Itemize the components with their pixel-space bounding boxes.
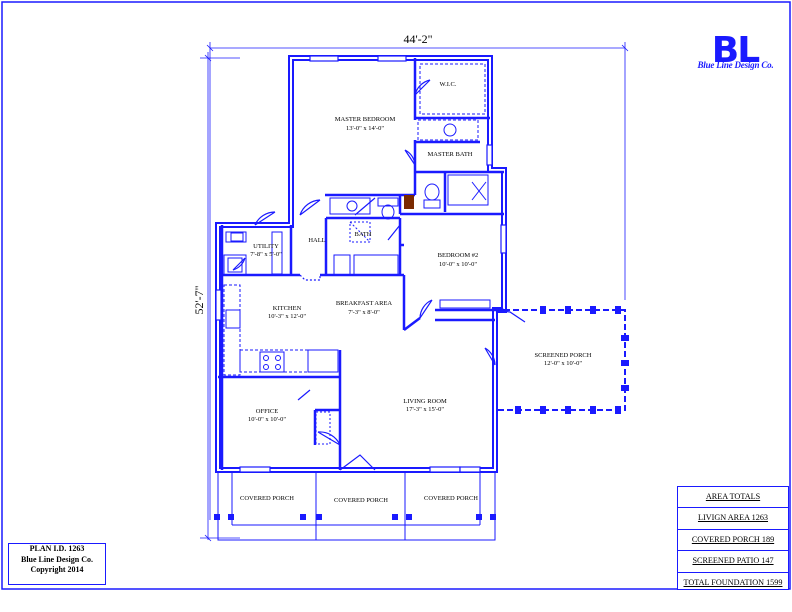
- master-bath-label: MASTER BATH: [428, 151, 473, 158]
- hall-label: HALL: [308, 237, 325, 244]
- area-totals-box: AREA TOTALS LIVIGN AREA 1263 COVERED POR…: [677, 486, 789, 590]
- covered-porch-left-label: COVERED PORCH: [240, 495, 294, 502]
- bedroom2-label: BEDROOM #2: [438, 252, 479, 259]
- room-labels: W.I.C. MASTER BEDROOM 13'-0" x 14'-0" MA…: [240, 81, 592, 504]
- area-row-screened-patio: SCREENED PATIO 147: [678, 551, 788, 573]
- blue-line-logo: BL: [712, 30, 761, 71]
- depth-dimension: 52'-7": [192, 285, 206, 314]
- covered-porch-structure: [214, 471, 496, 541]
- living-room-label: LIVING ROOM: [403, 398, 447, 405]
- width-dimension: 44'-2": [403, 32, 432, 46]
- sheet-border: [1, 1, 791, 590]
- logo-tagline: Blue Line Design Co.: [697, 60, 774, 70]
- breakfast-label: BREAKFAST AREA: [336, 300, 393, 307]
- screened-porch-label: SCREENED PORCH: [535, 352, 592, 359]
- kitchen-size: 10'-3" x 12'-0": [268, 313, 306, 320]
- kitchen-label: KITCHEN: [273, 305, 302, 312]
- master-bedroom-size: 13'-0" x 14'-0": [346, 125, 384, 132]
- windows: [215, 55, 507, 473]
- master-bedroom-label: MASTER BEDROOM: [335, 116, 396, 123]
- office-label: OFFICE: [256, 408, 278, 415]
- area-row-covered-porch: COVERED PORCH 189: [678, 530, 788, 552]
- utility-size: 7'-8" x 5'-0": [250, 251, 282, 258]
- area-row-total-foundation: TOTAL FOUNDATION 1599: [683, 577, 783, 587]
- plan-copyright: Copyright 2014: [30, 565, 84, 574]
- office-size: 10'-0" x 10'-0": [248, 416, 286, 423]
- plan-id: PLAN I.D. 1263: [29, 544, 85, 553]
- screened-porch-structure: [495, 306, 629, 414]
- area-totals-title: AREA TOTALS: [678, 487, 788, 509]
- dimension-lines: [200, 42, 629, 542]
- bedroom2-size: 10'-0" x 10'-0": [439, 261, 477, 268]
- interior-walls: [218, 58, 504, 470]
- water-heater: [404, 195, 414, 209]
- covered-porch-right-label: COVERED PORCH: [424, 495, 478, 502]
- plan-company: Blue Line Design Co.: [20, 554, 93, 564]
- utility-label: UTILITY: [253, 243, 279, 250]
- covered-porch-center-label: COVERED PORCH: [334, 497, 388, 504]
- wic-label: W.I.C.: [440, 81, 457, 88]
- screened-porch-size: 12'-0" x 10'-0": [544, 360, 582, 367]
- breakfast-size: 7'-3" x 8'-0": [348, 309, 380, 316]
- doors: [232, 79, 526, 471]
- living-room-size: 17'-3" x 15'-0": [406, 406, 444, 413]
- plan-info-box: PLAN I.D. 1263 Blue Line Design Co. Copy…: [8, 543, 106, 585]
- fixtures: [223, 63, 491, 445]
- bath-label: BATH: [355, 231, 372, 238]
- logo-letters: BL: [712, 30, 759, 71]
- area-row-living: LIVIGN AREA 1263: [678, 508, 788, 530]
